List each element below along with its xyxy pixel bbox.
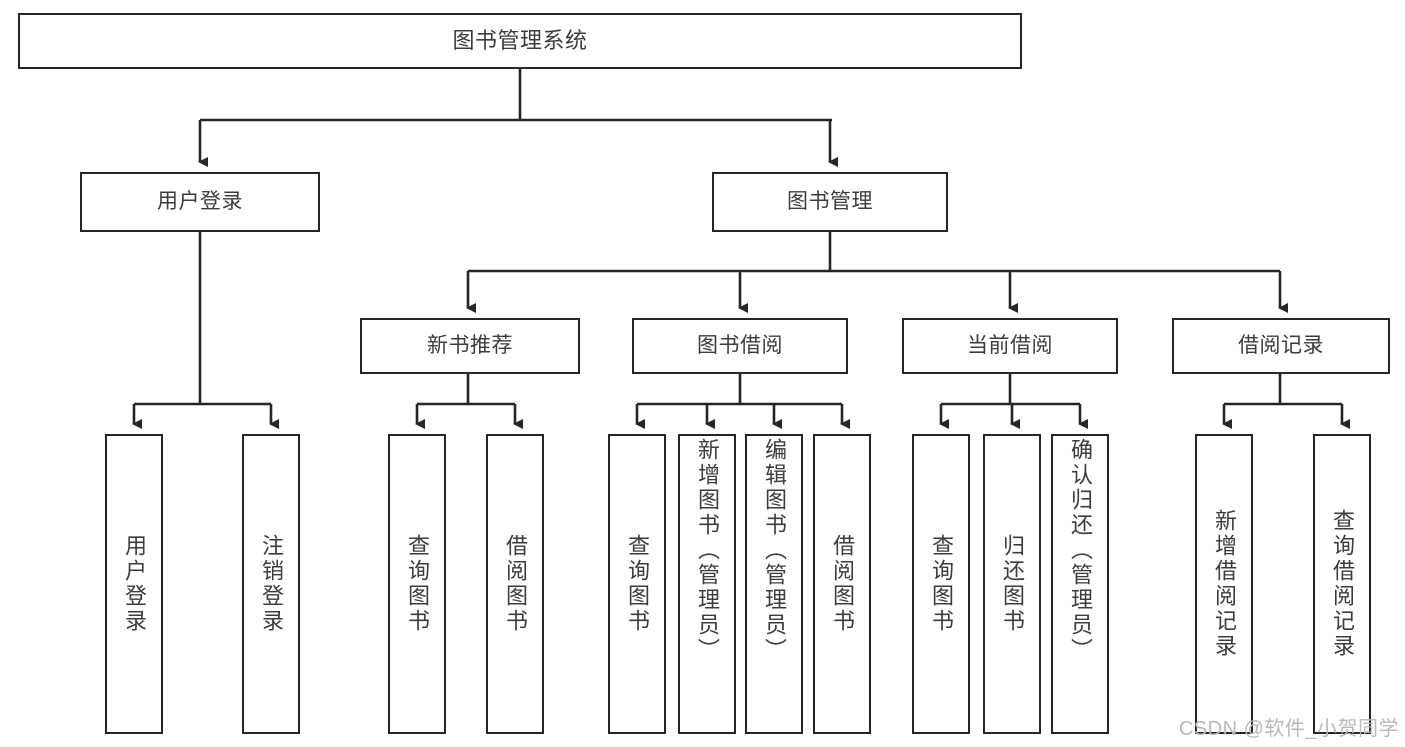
node-leaf-confirm-return[interactable]: 确认归还（管理员） <box>1051 434 1109 734</box>
node-leaf-edit-book-label: 编辑图书（管理员） <box>762 438 787 663</box>
node-leaf-query-book-3[interactable]: 查询图书 <box>912 434 970 734</box>
node-leaf-user-login-label: 用户登录 <box>122 534 147 634</box>
node-leaf-confirm-return-label: 确认归还（管理员） <box>1068 438 1093 663</box>
node-current-borrow-label: 当前借阅 <box>967 333 1053 357</box>
node-leaf-add-book[interactable]: 新增图书（管理员） <box>678 434 736 734</box>
node-leaf-borrow-book-2[interactable]: 借阅图书 <box>813 434 871 734</box>
node-borrow-record[interactable]: 借阅记录 <box>1172 318 1390 374</box>
node-leaf-user-logout[interactable]: 注销登录 <box>242 434 300 734</box>
node-book-manage[interactable]: 图书管理 <box>712 172 948 232</box>
node-leaf-add-record-label: 新增借阅记录 <box>1212 509 1237 659</box>
node-current-borrow[interactable]: 当前借阅 <box>902 318 1118 374</box>
node-user-login[interactable]: 用户登录 <box>80 172 320 232</box>
node-leaf-edit-book[interactable]: 编辑图书（管理员） <box>745 434 803 734</box>
node-leaf-query-book-3-label: 查询图书 <box>929 534 954 634</box>
node-leaf-add-book-label: 新增图书（管理员） <box>695 438 720 663</box>
node-borrow-record-label: 借阅记录 <box>1238 333 1324 357</box>
node-leaf-user-login[interactable]: 用户登录 <box>105 434 163 734</box>
node-user-login-label: 用户登录 <box>157 189 243 213</box>
node-leaf-add-record[interactable]: 新增借阅记录 <box>1195 434 1253 734</box>
watermark-text: CSDN @软件_小贺同学 <box>1178 718 1399 740</box>
node-new-book-recommend-label: 新书推荐 <box>427 333 513 357</box>
node-book-manage-label: 图书管理 <box>787 189 873 213</box>
node-root[interactable]: 图书管理系统 <box>18 13 1022 69</box>
node-leaf-query-book-2-label: 查询图书 <box>625 534 650 634</box>
node-new-book-recommend[interactable]: 新书推荐 <box>360 318 580 374</box>
node-leaf-query-book-2[interactable]: 查询图书 <box>608 434 666 734</box>
node-root-label: 图书管理系统 <box>452 28 588 54</box>
node-leaf-query-book-1-label: 查询图书 <box>405 534 430 634</box>
node-leaf-return-book[interactable]: 归还图书 <box>983 434 1041 734</box>
node-book-borrow[interactable]: 图书借阅 <box>632 318 848 374</box>
node-leaf-query-book-1[interactable]: 查询图书 <box>388 434 446 734</box>
node-leaf-borrow-book-1-label: 借阅图书 <box>503 534 528 634</box>
node-leaf-borrow-book-1[interactable]: 借阅图书 <box>486 434 544 734</box>
node-leaf-return-book-label: 归还图书 <box>1000 534 1025 634</box>
node-leaf-query-record[interactable]: 查询借阅记录 <box>1313 434 1371 734</box>
node-leaf-user-logout-label: 注销登录 <box>259 534 284 634</box>
node-book-borrow-label: 图书借阅 <box>697 333 783 357</box>
node-leaf-query-record-label: 查询借阅记录 <box>1330 509 1355 659</box>
node-leaf-borrow-book-2-label: 借阅图书 <box>830 534 855 634</box>
